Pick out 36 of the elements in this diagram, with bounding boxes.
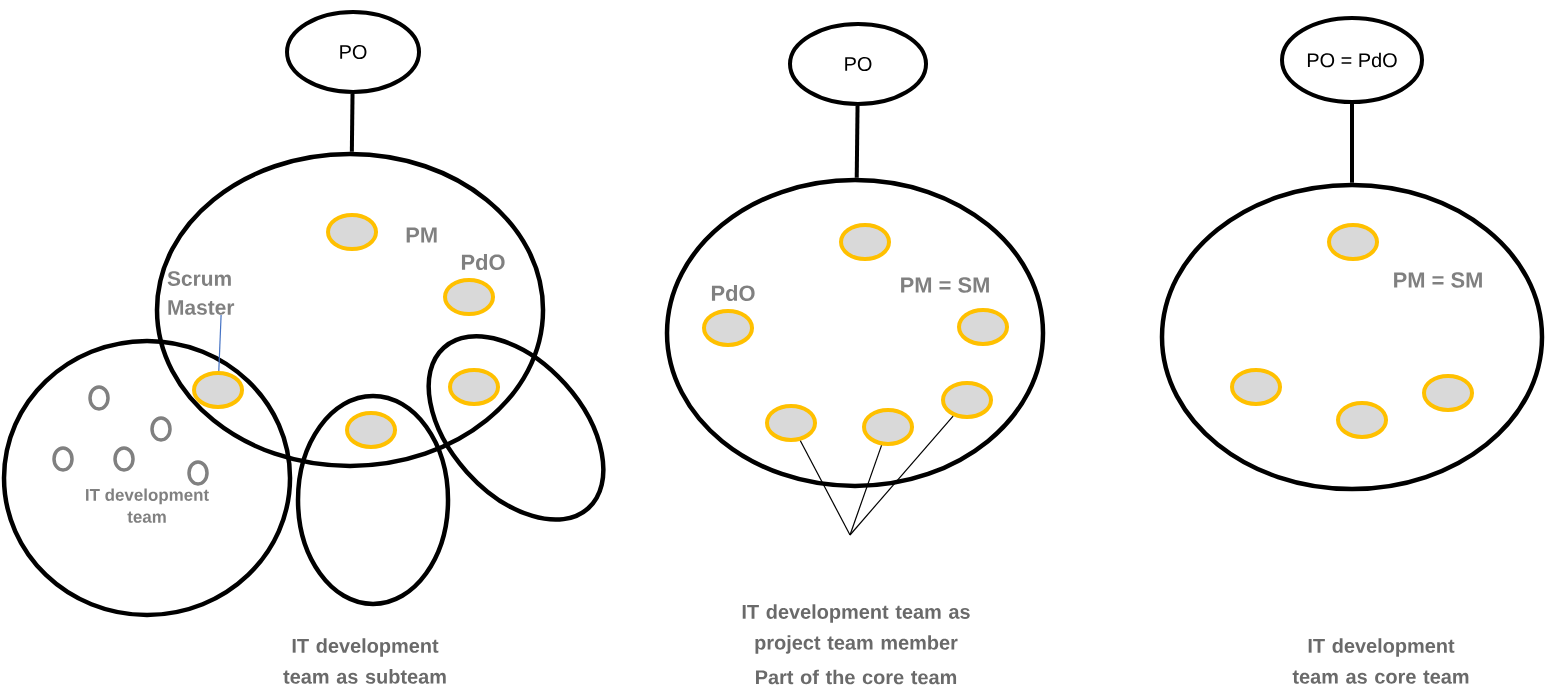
member-ring bbox=[187, 460, 209, 486]
role-label: PM = SM bbox=[1394, 272, 1482, 288]
leader-line bbox=[218, 314, 222, 372]
team-ellipse bbox=[295, 393, 451, 607]
caption-text: IT development team as subteam bbox=[283, 638, 446, 684]
leader-line bbox=[799, 440, 851, 536]
member-ring bbox=[52, 446, 74, 472]
caption-text: IT development team as project team member bbox=[742, 604, 970, 654]
leader-line bbox=[849, 444, 883, 536]
connector-line bbox=[1350, 104, 1354, 183]
caption-text: IT development team as core team bbox=[1292, 638, 1469, 684]
connector-line bbox=[854, 105, 860, 178]
member-oval bbox=[1230, 368, 1282, 406]
caption-text: Part of the core team bbox=[756, 669, 957, 685]
member-ring bbox=[150, 416, 172, 442]
member-oval bbox=[941, 381, 993, 419]
connector-line bbox=[349, 93, 355, 152]
member-oval bbox=[192, 371, 244, 409]
member-ring bbox=[113, 446, 135, 472]
team-ellipse bbox=[664, 177, 1046, 489]
role-label: PM = SM bbox=[901, 277, 989, 293]
team-ellipse bbox=[154, 151, 546, 469]
role-label: PM bbox=[406, 227, 437, 243]
role-label: PdO bbox=[461, 253, 505, 271]
member-ring bbox=[88, 385, 110, 411]
team-ellipse bbox=[1159, 182, 1545, 492]
member-oval bbox=[1422, 374, 1474, 412]
member-oval bbox=[765, 404, 817, 442]
member-oval bbox=[839, 223, 891, 261]
role-label: Scrum Master bbox=[167, 271, 235, 315]
leader-line bbox=[849, 415, 954, 536]
member-oval bbox=[448, 368, 500, 406]
member-oval bbox=[1336, 401, 1388, 439]
member-oval bbox=[345, 411, 397, 449]
member-oval bbox=[862, 408, 914, 446]
role-label: PdO bbox=[711, 284, 755, 302]
